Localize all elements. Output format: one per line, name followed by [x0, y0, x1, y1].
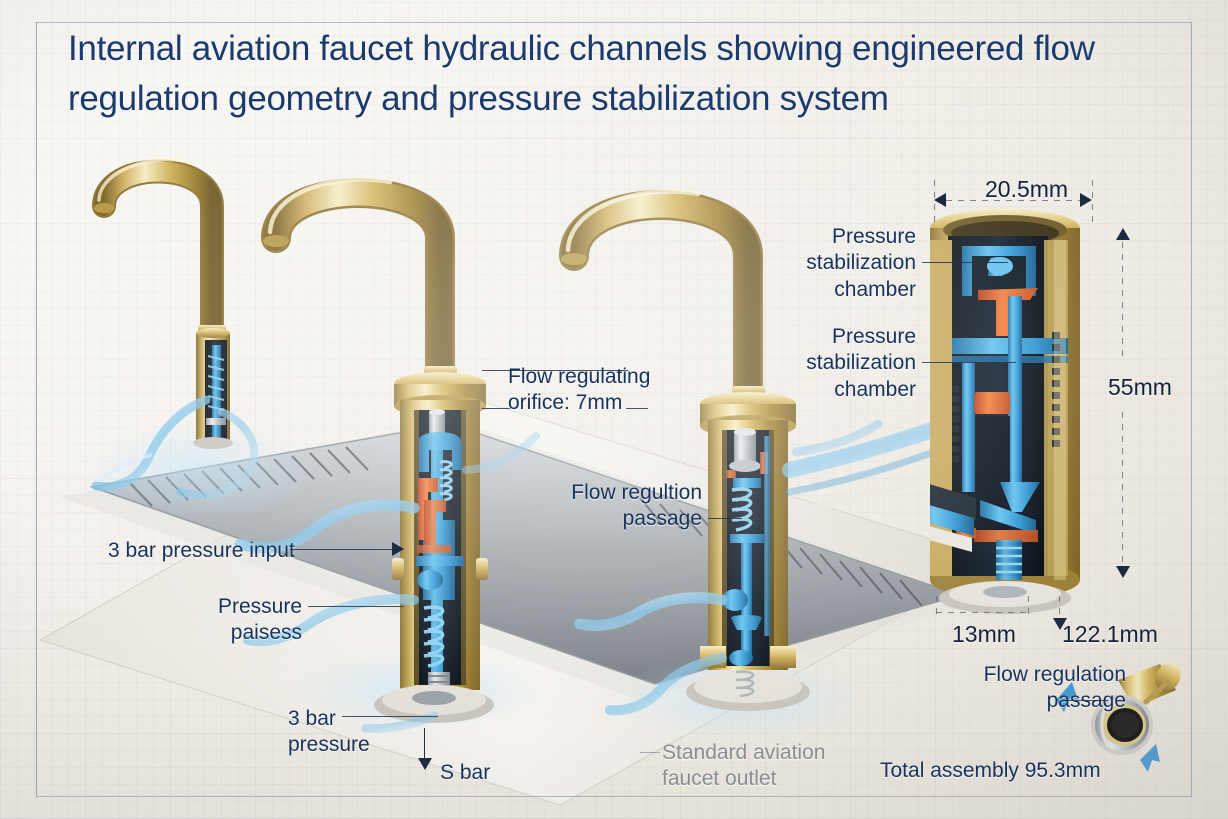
faucet-left: [91, 157, 259, 499]
leader-flow-passage-fitting: [1062, 700, 1108, 701]
dimline-base-width: [936, 612, 1028, 613]
dimline-s-bar: [424, 728, 425, 760]
label-pressure-stabilization-chamber-lower: Pressure stabilization chamber: [806, 325, 916, 401]
frame-bottom: [36, 796, 1191, 797]
label-s-bar: S bar: [440, 761, 491, 784]
dim-label-cartridge-height: 55mm: [1108, 374, 1172, 400]
leader-flow-passage-center: [708, 518, 742, 519]
arrow-overall-length: [1053, 618, 1067, 630]
frame-top: [36, 22, 1191, 23]
ext-line-base-right: [1028, 596, 1029, 614]
label-pressure-stabilization-chamber-upper: Pressure stabilization chamber: [806, 225, 916, 301]
label-total-assembly: Total assembly 95.3mm: [880, 759, 1101, 782]
leader-chamber-upper: [922, 262, 1008, 263]
label-three-bar-pressure: 3 bar pressure: [288, 707, 370, 757]
dimline-cartridge-diameter: [946, 200, 1086, 201]
dim-label-cartridge-diameter: 20.5mm: [985, 176, 1069, 202]
arrow-diameter-left: [934, 193, 946, 207]
dimline-height-lower: [1122, 412, 1123, 572]
leader-outlet: [640, 752, 660, 753]
ext-line-base-left: [936, 596, 937, 614]
ext-line-diameter-right: [1092, 180, 1093, 228]
leader-orifice-left: [482, 408, 510, 409]
leader-pressure-passes: [308, 606, 404, 607]
label-flow-regulating-orifice: Flow regulating orifice: 7mm: [508, 365, 651, 415]
arrow-height-top: [1116, 228, 1130, 240]
label-standard-aviation-faucet-outlet: Standard aviation faucet outlet: [662, 741, 826, 791]
dim-label-base-width: 13mm: [952, 621, 1016, 647]
label-pressure-passes: Pressure paisess: [217, 595, 302, 645]
dimline-height-upper: [1122, 230, 1123, 362]
label-three-bar-pressure-input: 3 bar pressure input: [108, 539, 295, 562]
ext-line-diameter-left: [934, 180, 935, 228]
leader-chamber-lower: [922, 362, 1016, 363]
arrow-height-bottom: [1116, 566, 1130, 578]
leader-pressure-input: [290, 549, 394, 550]
arrow-s-bar: [418, 758, 432, 770]
frame-left: [36, 22, 37, 797]
dim-label-overall-length: 122.1mm: [1062, 621, 1158, 647]
frame-right: [1191, 22, 1192, 797]
arrow-pressure-input: [392, 542, 404, 556]
arrow-diameter-right: [1080, 193, 1092, 207]
ext-line-overall: [1059, 596, 1060, 618]
page-title: Internal aviation faucet hydraulic chann…: [68, 29, 1095, 118]
leader-orifice-top: [482, 370, 628, 371]
leader-three-bar-pressure: [342, 716, 438, 717]
label-flow-regulation-passage-center: Flow regultion passage: [571, 481, 702, 531]
label-flow-regulation-passage-fitting: Flow regulation passage: [983, 663, 1126, 713]
leader-orifice-right: [626, 408, 648, 409]
pressure-cartridge-cutaway: [930, 209, 1080, 614]
